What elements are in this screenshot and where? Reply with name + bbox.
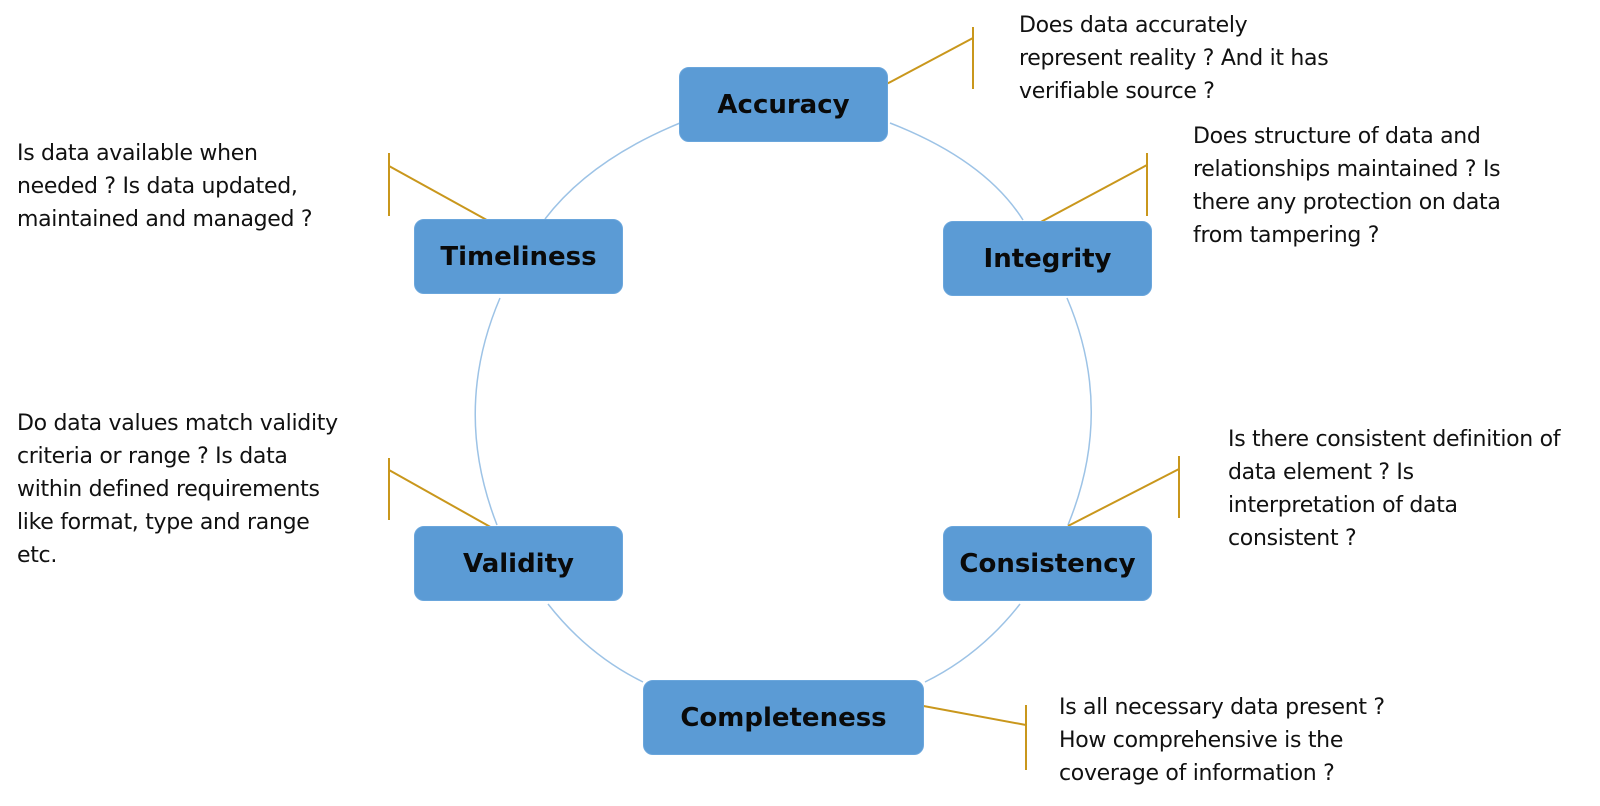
node-label: Consistency bbox=[959, 548, 1136, 579]
node-label: Accuracy bbox=[717, 89, 850, 120]
node-label: Timeliness bbox=[440, 241, 597, 272]
cycle-arc-integrity-consistency bbox=[1066, 297, 1092, 526]
description-validity: Do data values match validity criteria o… bbox=[17, 411, 338, 568]
callout-validity bbox=[388, 458, 495, 530]
cycle-arc-accuracy-integrity bbox=[889, 122, 1024, 221]
cycle-arc-timeliness-accuracy bbox=[544, 122, 681, 220]
description-timeliness: Is data available when needed ? Is data … bbox=[17, 141, 313, 232]
cycle-arc-completeness-validity bbox=[547, 603, 644, 683]
node-label: Integrity bbox=[983, 243, 1112, 274]
description-completeness: Is all necessary data present ? How comp… bbox=[1059, 695, 1385, 786]
node-consistency: Consistency bbox=[943, 526, 1152, 601]
callout-consistency bbox=[1067, 456, 1180, 527]
description-accuracy: Does data accurately represent reality ?… bbox=[1019, 13, 1329, 104]
node-label: Completeness bbox=[680, 702, 887, 733]
cycle-arc-validity-timeliness bbox=[474, 297, 501, 526]
callout-integrity bbox=[1036, 153, 1148, 225]
node-validity: Validity bbox=[414, 526, 623, 601]
description-integrity: Does structure of data and relationships… bbox=[1193, 124, 1501, 248]
node-timeliness: Timeliness bbox=[414, 219, 623, 294]
cycle-arc-consistency-completeness bbox=[924, 603, 1021, 683]
node-completeness: Completeness bbox=[643, 680, 924, 755]
description-consistency: Is there consistent definition of data e… bbox=[1228, 427, 1561, 551]
callout-timeliness bbox=[388, 153, 495, 225]
node-label: Validity bbox=[463, 548, 574, 579]
node-accuracy: Accuracy bbox=[679, 67, 888, 142]
node-integrity: Integrity bbox=[943, 221, 1152, 296]
